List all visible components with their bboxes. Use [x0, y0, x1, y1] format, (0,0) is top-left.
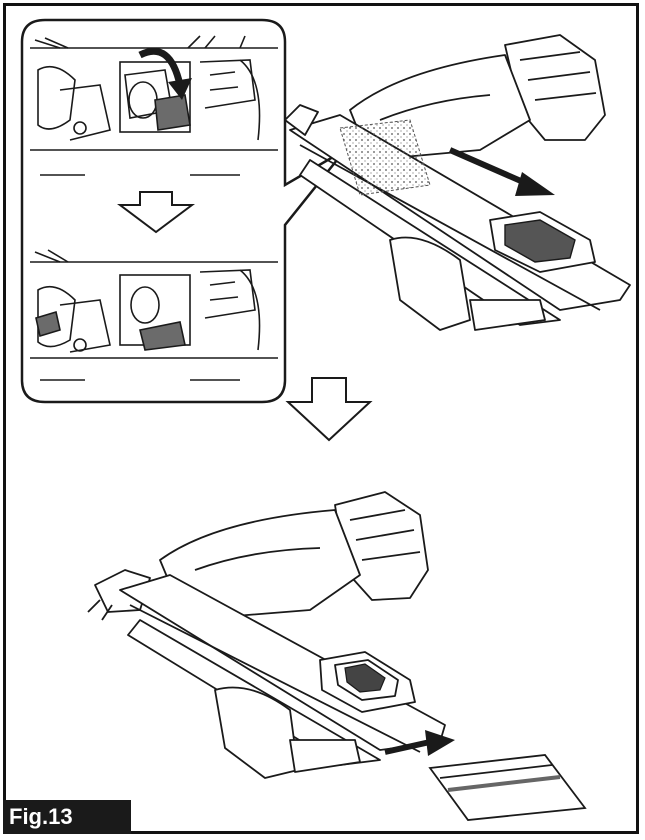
- down-arrow-icon: [117, 191, 195, 234]
- pusher-handle-lower: [344, 663, 386, 693]
- detail-panel-before: [30, 35, 278, 176]
- slide-arrow-icon: [448, 147, 555, 196]
- rotate-arrow-icon: [138, 47, 192, 100]
- down-arrow-icon: [285, 377, 373, 442]
- slide-arrow-icon: [384, 730, 455, 756]
- pusher-detail: [504, 219, 576, 263]
- detail-panel-after: [30, 249, 278, 381]
- figure-label: Fig.13: [3, 800, 131, 834]
- nail-strip: [428, 754, 587, 821]
- nail-strip-area: [339, 119, 431, 196]
- nailer-upper: [284, 34, 631, 331]
- nailer-lower: [87, 491, 446, 779]
